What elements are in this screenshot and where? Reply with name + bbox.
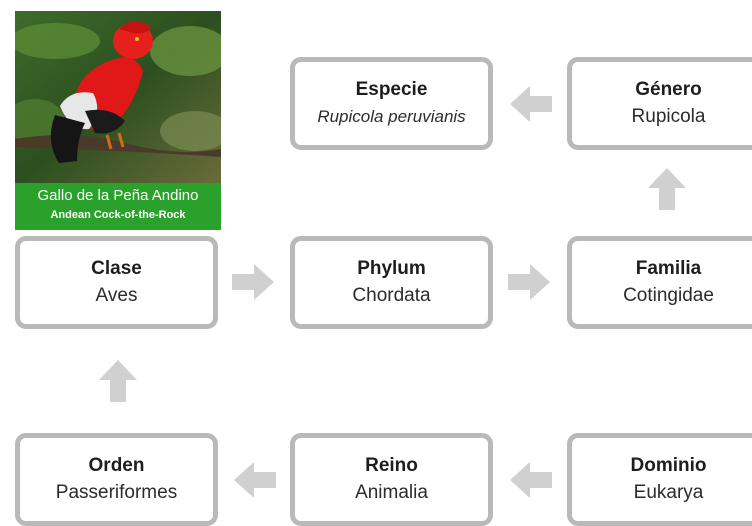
common-name-english: Andean Cock-of-the-Rock	[50, 209, 186, 221]
node-value: Aves	[95, 284, 138, 306]
node-rank-label: Phylum	[357, 257, 426, 279]
node-dominio: Dominio Eukarya	[567, 433, 752, 526]
node-value: Rupicola	[631, 105, 706, 127]
species-photo-card: Gallo de la Peña Andino Andean Cock-of-t…	[15, 11, 221, 230]
node-reino: Reino Animalia	[290, 433, 493, 526]
node-value: Cotingidae	[623, 284, 714, 306]
node-rank-label: Orden	[88, 454, 145, 476]
node-orden: Orden Passeriformes	[15, 433, 218, 526]
node-phylum: Phylum Chordata	[290, 236, 493, 329]
arrow-right-icon	[232, 264, 274, 300]
bird-photo	[15, 11, 221, 183]
arrow-left-icon	[510, 462, 552, 498]
node-value: Rupicola peruvianis	[317, 106, 466, 126]
arrow-up-icon	[648, 168, 686, 210]
node-rank-label: Familia	[635, 257, 702, 279]
node-rank-label: Clase	[91, 257, 142, 279]
node-value: Eukarya	[633, 481, 704, 503]
node-especie: Especie Rupicola peruvianis	[290, 57, 493, 150]
node-rank-label: Especie	[355, 78, 428, 100]
arrow-up-icon	[99, 360, 137, 402]
node-rank-label: Género	[635, 78, 702, 100]
common-name-spanish: Gallo de la Peña Andino	[37, 187, 199, 204]
node-value: Passeriformes	[55, 481, 178, 503]
node-value: Animalia	[355, 481, 428, 503]
arrow-left-icon	[234, 462, 276, 498]
node-value: Chordata	[352, 284, 431, 306]
node-genero: Género Rupicola	[567, 57, 752, 150]
node-clase: Clase Aves	[15, 236, 218, 329]
node-familia: Familia Cotingidae	[567, 236, 752, 329]
node-rank-label: Dominio	[630, 454, 707, 476]
arrow-right-icon	[508, 264, 550, 300]
arrow-left-icon	[510, 86, 552, 122]
node-rank-label: Reino	[365, 454, 418, 476]
